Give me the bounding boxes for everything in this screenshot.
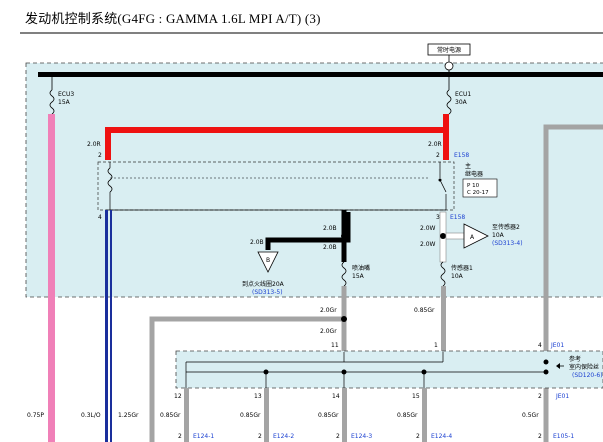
wire-label-125gr: 1.25Gr <box>118 412 139 419</box>
wire-label-20r-left: 2.0R <box>87 141 101 148</box>
splice-20w <box>440 233 446 239</box>
marker-a-label: A <box>470 234 475 241</box>
sensor1-fuse-icon <box>440 261 446 287</box>
wire-label-20gr-a: 2.0Gr <box>320 307 337 314</box>
wire-label-20gr-b: 2.0Gr <box>320 328 337 335</box>
reference-line1: 参考 <box>569 355 581 363</box>
relay-spec-box <box>462 178 498 198</box>
gray-wire-sensor1 <box>441 286 446 352</box>
connector-e124-1: E124-1 <box>193 433 214 440</box>
ecu1-fuse-name: ECU1 <box>455 91 471 98</box>
wire-label-085gr-2: 0.85Gr <box>240 412 261 419</box>
wire-label-085gr-4: 0.85Gr <box>397 412 418 419</box>
pin-2-b4: 2 <box>416 433 420 440</box>
wire-label-20r-right: 2.0R <box>428 141 442 148</box>
marker-b <box>257 251 279 273</box>
wire-label-20b-c: 2.0B <box>250 239 264 246</box>
relay-switch-icon <box>439 179 447 193</box>
relay-name-2: 继电器 <box>465 170 483 178</box>
wire-label-085gr-3: 0.85Gr <box>318 412 339 419</box>
ecu3-fuse-rating: 15A <box>58 99 71 106</box>
relay-spec-2: C 20-17 <box>467 190 489 196</box>
connector-e158-top: E158 <box>454 152 469 159</box>
connector-e124-4: E124-4 <box>431 433 452 440</box>
connector-e124-3: E124-3 <box>351 433 372 440</box>
fuse-relay-box <box>25 62 603 298</box>
marker-a <box>463 223 489 249</box>
pin-13: 13 <box>254 393 262 400</box>
gray-wire-right <box>543 124 603 442</box>
pink-wire <box>48 114 55 442</box>
wire-label-20w-a: 2.0W <box>420 225 436 232</box>
gray-wire-out-13 <box>264 388 269 442</box>
wire-label-03lo: 0.3L/O <box>81 412 101 419</box>
pin-2-b1: 2 <box>178 433 182 440</box>
connector-je01-top: JE01 <box>550 342 564 349</box>
relay-coil-icon <box>107 167 113 193</box>
pin-4-je: 4 <box>538 342 542 349</box>
sensor1-fuse-name: 传感器1 <box>451 264 473 272</box>
power-bus <box>38 72 603 77</box>
relay-name-1: 主 <box>465 162 471 170</box>
ecu3-fuse-name: ECU3 <box>58 91 74 98</box>
pin-2-bot: 2 <box>538 393 542 400</box>
gray-wire-out-15 <box>422 388 427 442</box>
black-wire <box>265 212 351 250</box>
splice-gray-injector <box>341 316 347 322</box>
page-title: 发动机控制系统(G4FG : GAMMA 1.6L MPI A/T) (3) <box>25 11 321 26</box>
wire-label-075p: 0.75P <box>27 412 44 419</box>
wire-label-085gr-top: 0.85Gr <box>414 307 435 314</box>
pin-2-b3: 2 <box>336 433 340 440</box>
reference-line2: 室内保险丝 <box>569 363 599 371</box>
reference-line3: (SD120-6) <box>572 372 603 379</box>
ignition-coil-ref: (SD313-5) <box>252 289 283 296</box>
wire-label-085gr-1: 0.85Gr <box>160 412 181 419</box>
relay-spec-1: P 10 <box>467 183 480 189</box>
wire-label-20b-a: 2.0B <box>323 225 337 232</box>
injector-fuse-name: 喷油嘴 <box>352 264 370 272</box>
power-source-label: 常时电源 <box>437 46 461 54</box>
pin-3-right: 3 <box>436 214 440 221</box>
blue-wire-left <box>105 210 108 442</box>
ignition-coil-label: 到点火线圈20A <box>242 280 285 288</box>
connector-e158-mid: E158 <box>450 214 465 221</box>
junction-je01 <box>175 350 603 389</box>
gray-wire-out-12 <box>184 388 189 442</box>
injector-fuse-icon <box>341 261 347 287</box>
pin-11: 11 <box>331 342 339 349</box>
ecu1-fuse-icon <box>446 89 452 115</box>
pin-1: 1 <box>434 342 438 349</box>
wire-label-20w-b: 2.0W <box>420 241 436 248</box>
sensor2-ref: (SD313-4) <box>492 240 523 247</box>
red-wire <box>105 114 449 160</box>
pin-14: 14 <box>332 393 340 400</box>
power-source-terminal <box>444 61 454 71</box>
pin-12: 12 <box>174 393 182 400</box>
splice-20b <box>341 233 347 239</box>
ecu1-fuse-rating: 30A <box>455 99 468 106</box>
pin-2-left: 2 <box>98 152 102 159</box>
ecu3-fuse-icon <box>49 89 55 115</box>
marker-b-label: B <box>266 257 270 264</box>
sensor2-name: 至传感器2 <box>492 223 520 231</box>
wire-label-05gr: 0.5Gr <box>522 412 539 419</box>
wire-label-20b-b: 2.0B <box>323 244 337 251</box>
blue-wire-right <box>110 210 112 442</box>
sensor1-fuse-rating: 10A <box>451 273 464 280</box>
sensor2-rating: 10A <box>492 232 505 239</box>
injector-fuse-rating: 15A <box>352 273 365 280</box>
pin-2-b5: 2 <box>538 433 542 440</box>
pin-4-left: 4 <box>98 214 102 221</box>
pin-15: 15 <box>412 393 420 400</box>
connector-je01-bot: JE01 <box>555 393 569 400</box>
connector-e124-2: E124-2 <box>273 433 294 440</box>
pin-2-right: 2 <box>436 152 440 159</box>
pin-2-b2: 2 <box>258 433 262 440</box>
gray-wire-injector <box>149 286 347 442</box>
connector-e105-1: E105-1 <box>553 433 574 440</box>
gray-wire-out-14 <box>342 388 347 442</box>
